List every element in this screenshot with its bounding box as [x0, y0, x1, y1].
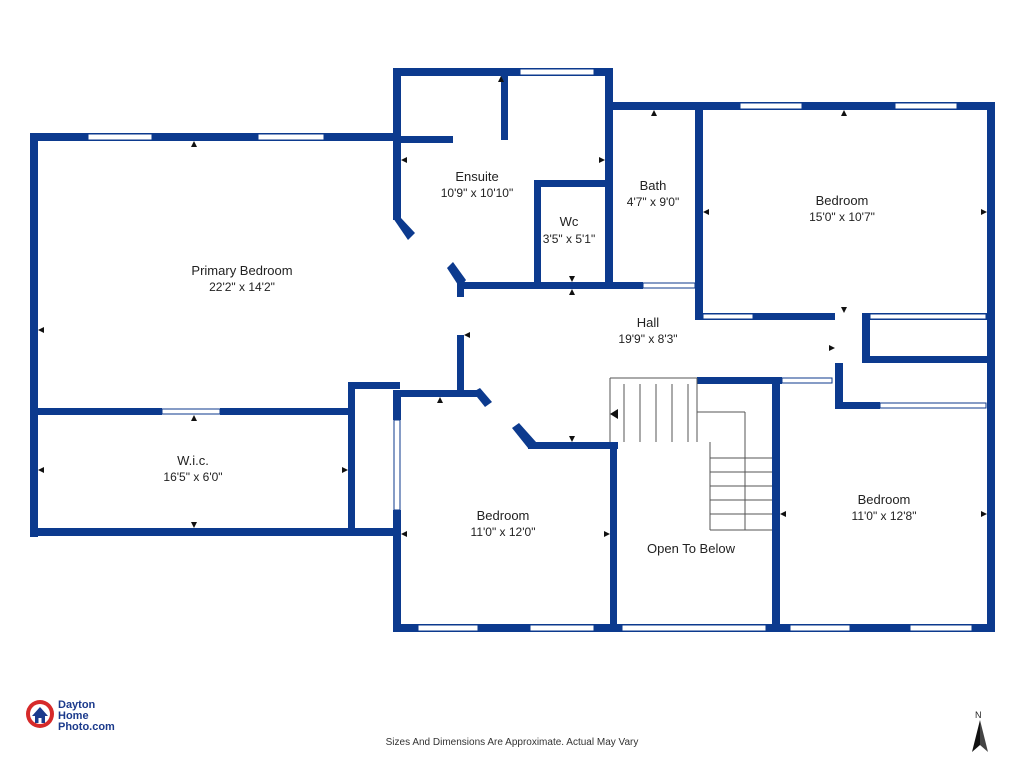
wic-dims: 16'5" x 6'0" — [163, 470, 222, 484]
hall-dims: 19'9" x 8'3" — [618, 332, 677, 346]
wc-name: Wc — [560, 214, 579, 229]
dayton-home-photo-logo — [26, 700, 54, 728]
ensuite-name: Ensuite — [455, 169, 498, 184]
bedroom-ne-dims: 15'0" x 10'7" — [809, 210, 875, 224]
wic-name: W.i.c. — [177, 453, 209, 468]
primary-bedroom-dims: 22'2" x 14'2" — [209, 280, 275, 294]
disclaimer-text: Sizes And Dimensions Are Approximate. Ac… — [385, 737, 639, 748]
bath-dims: 4'7" x 9'0" — [627, 195, 679, 209]
bedroom-se-dims: 11'0" x 12'8" — [852, 509, 917, 523]
bedroom-se-name: Bedroom — [858, 492, 911, 507]
open-to-below-name: Open To Below — [647, 541, 736, 556]
north-label: N — [975, 710, 982, 720]
hall-name: Hall — [637, 315, 660, 330]
logo-line-1: Dayton — [58, 699, 96, 711]
logo-text: Dayton Home Photo.com — [58, 700, 115, 733]
bedroom-ne-name: Bedroom — [816, 193, 869, 208]
wc-dims: 3'5" x 5'1" — [543, 232, 595, 246]
bath-name: Bath — [640, 178, 667, 193]
ensuite-dims: 10'9" x 10'10" — [441, 186, 514, 200]
walls — [30, 68, 995, 632]
bedroom-s-name: Bedroom — [477, 508, 530, 523]
staircase — [609, 377, 772, 531]
primary-bedroom-name: Primary Bedroom — [191, 263, 292, 278]
north-arrow-icon — [972, 720, 988, 752]
logo-line-3: Photo.com — [58, 721, 115, 733]
dimension-ticks — [38, 76, 987, 537]
room-labels: Primary Bedroom 22'2" x 14'2" Ensuite 10… — [163, 169, 916, 556]
bedroom-s-dims: 11'0" x 12'0" — [471, 525, 536, 539]
logo-line-2: Home — [58, 710, 89, 722]
windows — [87, 68, 987, 632]
